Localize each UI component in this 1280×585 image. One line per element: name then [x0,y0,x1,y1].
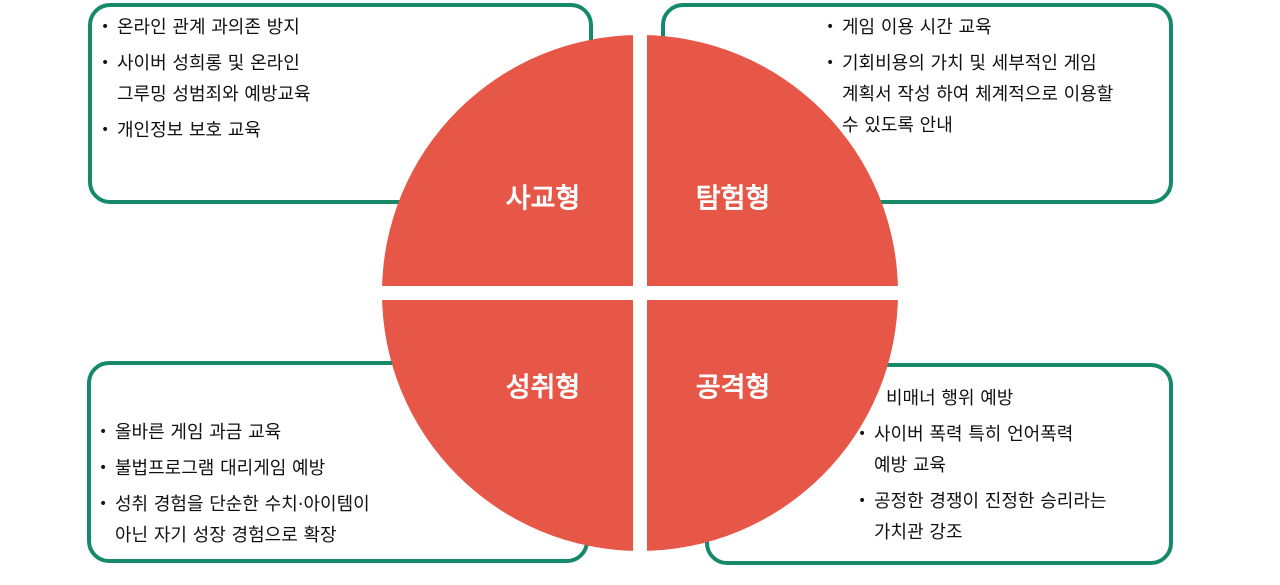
list-item: 불법프로그램 대리게임 예방 [99,453,370,484]
list-item: 게임 이용 시간 교육 [826,12,1113,43]
social-label: 사교형 [505,183,581,215]
killer-label: 공격형 [695,372,771,404]
explorer-label: 탐험형 [695,183,771,215]
list-item: 올바른 게임 과금 교육 [99,417,370,448]
list-item: 개인정보 보호 교육 [101,115,311,146]
achiever-label: 성취형 [505,372,581,404]
achiever-list: 올바른 게임 과금 교육불법프로그램 대리게임 예방성취 경험을 단순한 수치·… [99,417,370,556]
list-item: 비매너 행위 예방 [886,388,1014,409]
quadrant-social [382,35,633,286]
list-item: 온라인 관계 과의존 방지 [101,12,311,43]
quadrant-achiever [382,300,633,551]
